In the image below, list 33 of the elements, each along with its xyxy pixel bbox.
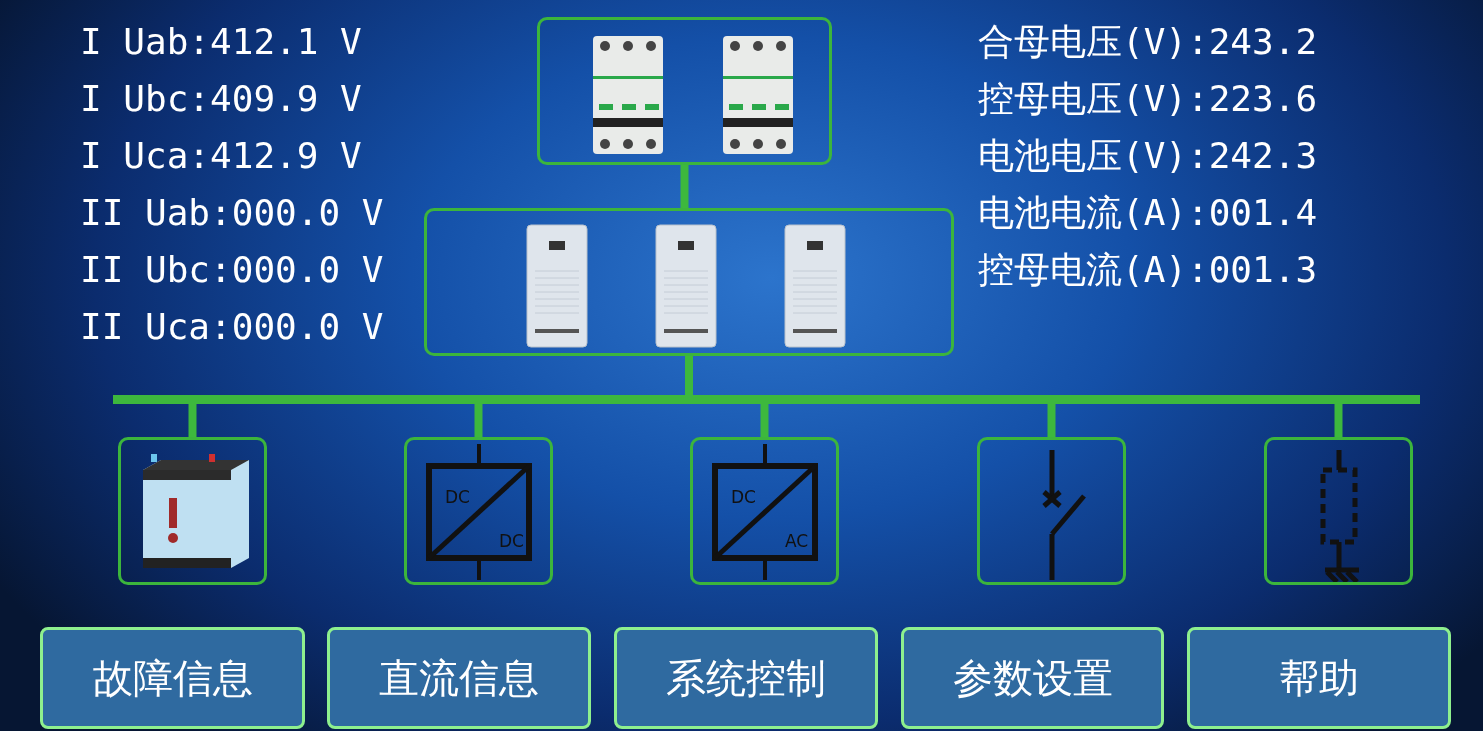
reading-text: 控母电流(A):001.3 xyxy=(978,250,1318,290)
reading-text: 电池电流(A):001.4 xyxy=(978,193,1318,233)
equipment-box xyxy=(537,17,832,165)
converter-label: DC xyxy=(445,488,470,506)
connector-line xyxy=(1334,404,1343,437)
equipment-box xyxy=(977,437,1126,585)
reading-text: I Uca:412.9 V xyxy=(80,136,362,176)
connector-line xyxy=(188,404,197,437)
menu-button: 故障信息 xyxy=(40,627,305,729)
reading-text: I Ubc:409.9 V xyxy=(80,79,362,119)
reading-text: II Ubc:000.0 V xyxy=(80,250,384,290)
connector-line xyxy=(1047,404,1056,437)
converter-label: AC xyxy=(785,532,809,550)
reading-text: 控母电压(V):223.6 xyxy=(978,79,1318,119)
equipment-box xyxy=(690,437,839,585)
bus-bar xyxy=(113,395,1420,404)
converter-label: DC xyxy=(499,532,524,550)
equipment-box xyxy=(404,437,553,585)
menu-button: 系统控制 xyxy=(614,627,878,729)
connector-line xyxy=(474,404,483,437)
connector-line xyxy=(760,404,769,437)
reading-text: II Uca:000.0 V xyxy=(80,307,384,347)
reading-text: 合母电压(V):243.2 xyxy=(978,22,1318,62)
reading-text: I Uab:412.1 V xyxy=(80,22,362,62)
reading-text: 电池电压(V):242.3 xyxy=(978,136,1318,176)
menu-button: 帮助 xyxy=(1187,627,1451,729)
menu-button: 直流信息 xyxy=(327,627,591,729)
equipment-box xyxy=(424,208,954,356)
converter-label: DC xyxy=(731,488,756,506)
equipment-box xyxy=(1264,437,1413,585)
equipment-box xyxy=(118,437,267,585)
reading-text: II Uab:000.0 V xyxy=(80,193,384,233)
menu-button: 参数设置 xyxy=(901,627,1164,729)
